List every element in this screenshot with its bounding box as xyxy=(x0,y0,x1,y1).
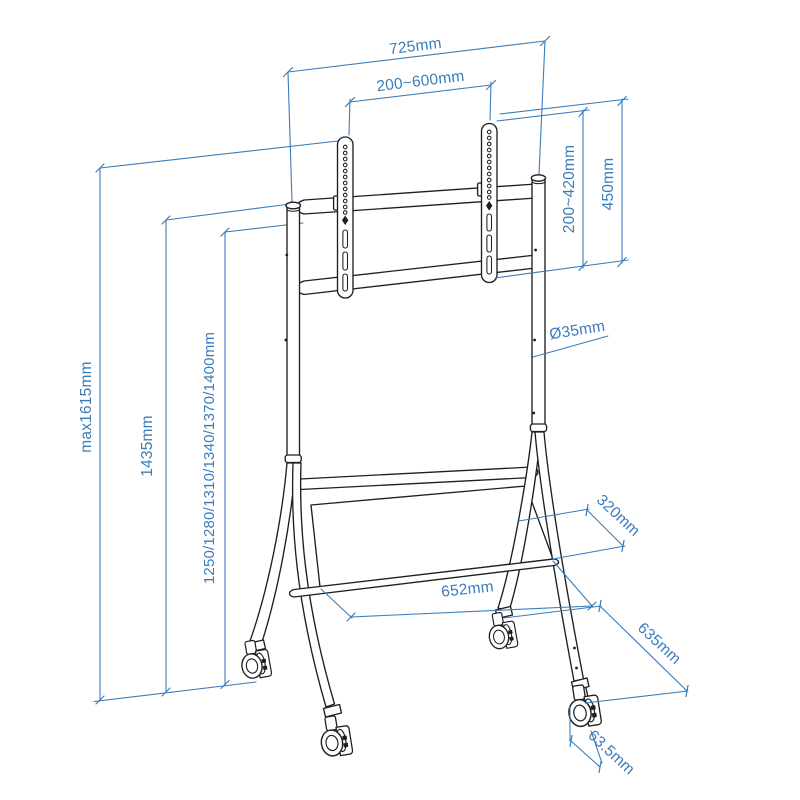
dim-label-caster-diameter: 63.5mm xyxy=(584,727,637,778)
lower-crossbar xyxy=(295,254,545,296)
caster-rear-left xyxy=(237,637,273,682)
dim-base-depth: 635mm xyxy=(503,599,689,704)
dim-label-shelf-depth: 320mm xyxy=(593,492,643,540)
dim-label-vesa-height: 200~420mm xyxy=(561,145,578,233)
vesa-bracket-left xyxy=(336,136,354,299)
dim-label-overall-width: 725mm xyxy=(388,35,442,58)
dim-label-max-height: max1615mm xyxy=(78,361,95,452)
dim-label-base-depth: 635mm xyxy=(634,620,684,668)
dim-label-bracket-height: 450mm xyxy=(600,158,617,211)
dim-label-vesa-width: 200~600mm xyxy=(376,68,466,96)
dim-label-mount-heights: 1250/1280/1310/1340/1370/1400mm xyxy=(201,332,218,584)
dim-overall-width: 725mm xyxy=(282,35,551,78)
stand-drawing xyxy=(237,122,603,759)
front-right-leg xyxy=(534,431,590,705)
dimension-annotations: 725mm 200~600mm 200~420mm 450mm xyxy=(78,35,689,778)
dim-label-pole-diameter: Ø35mm xyxy=(548,318,606,344)
front-shelf-tube xyxy=(288,558,560,598)
bracket-holes xyxy=(486,129,492,200)
caster-front-left xyxy=(316,713,354,759)
dim-pole-diameter: Ø35mm xyxy=(532,318,609,358)
rear-left-leg xyxy=(246,462,297,653)
rear-shelf-tube xyxy=(293,466,539,491)
dim-vesa-height: 200~420mm 450mm xyxy=(494,95,629,279)
right-column xyxy=(529,174,548,433)
front-left-leg xyxy=(291,462,343,718)
dim-label-column-height: 1435mm xyxy=(139,415,156,477)
bracket-arrow-marker xyxy=(486,201,493,211)
dim-vesa-width: 200~600mm xyxy=(344,68,497,136)
left-column xyxy=(284,201,302,464)
dim-label-shelf-width: 652mm xyxy=(440,578,494,600)
bracket-holes xyxy=(342,144,348,215)
bracket-arrow-marker xyxy=(342,215,349,226)
dim-heights-left: max1615mm 1435mm 1250/1280/1310/1340/137… xyxy=(78,163,257,705)
vesa-bracket-right xyxy=(480,122,498,284)
extension-lines-behind xyxy=(99,40,546,233)
dim-shelf-width: 652mm xyxy=(320,560,597,622)
